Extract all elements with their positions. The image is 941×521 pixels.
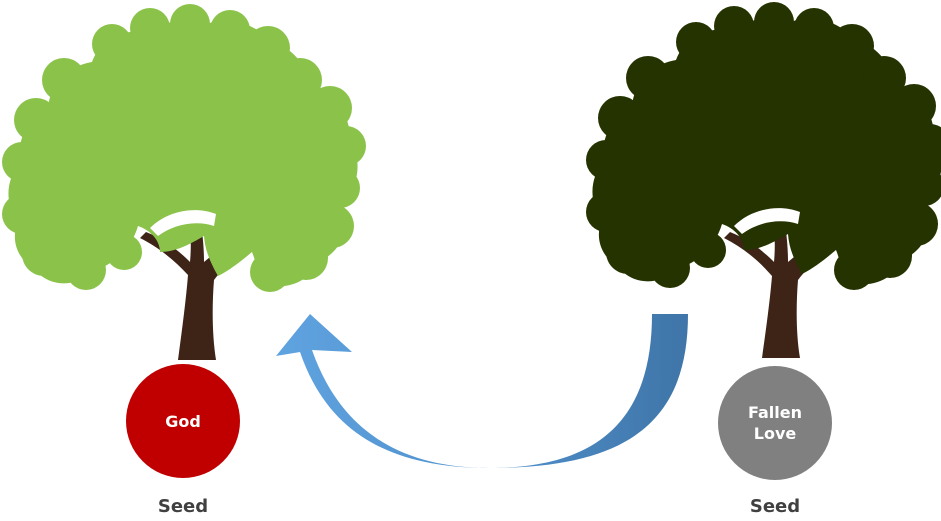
left-seed-label: Seed (123, 496, 243, 517)
fallen-love-seed-text: Fallen Love (748, 402, 802, 444)
left-tree-crown (2, 4, 366, 292)
left-tree-icon (2, 4, 366, 360)
god-seed-circle: God (126, 364, 240, 478)
curved-arrow-icon (276, 314, 688, 468)
right-tree-crown (586, 2, 941, 290)
right-seed-label: Seed (715, 496, 835, 517)
god-seed-text: God (165, 411, 201, 432)
fallen-love-seed-circle: Fallen Love (718, 366, 832, 480)
right-tree-icon (586, 2, 941, 358)
